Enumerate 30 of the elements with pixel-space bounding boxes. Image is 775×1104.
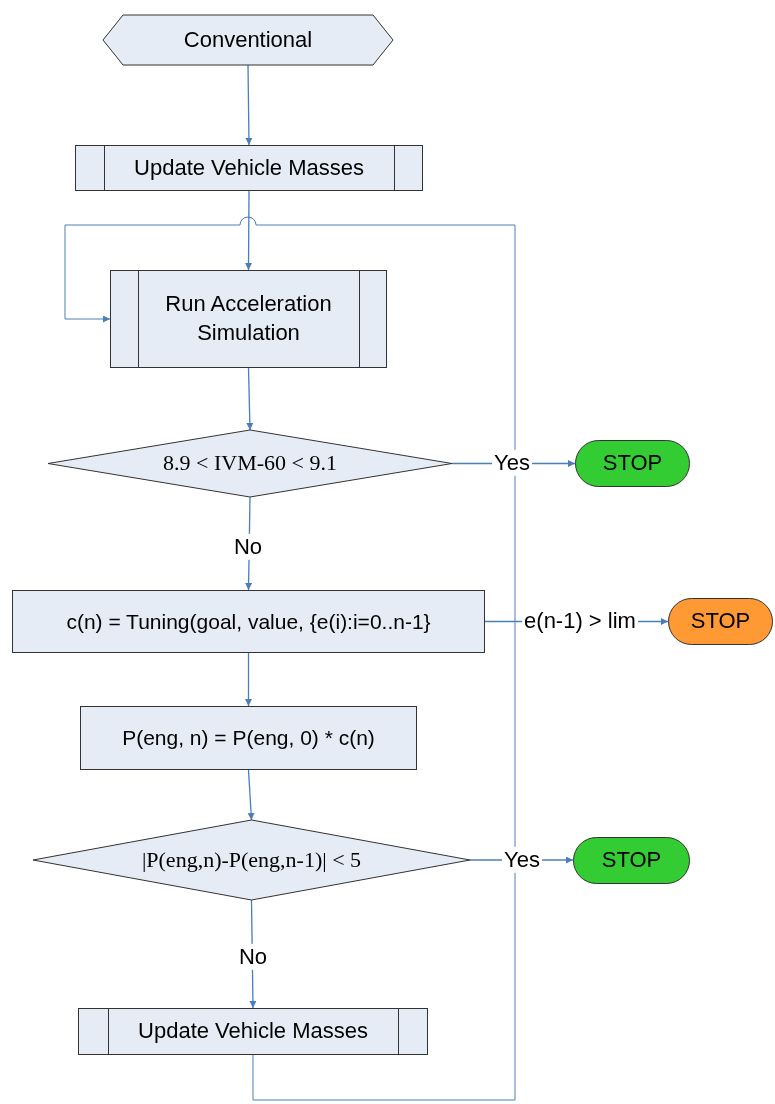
- arrow: [245, 64, 253, 146]
- terminator: [575, 440, 690, 487]
- predefined-process-box: [110, 270, 387, 368]
- node-label: STOP: [689, 607, 752, 636]
- edge-label: Yes: [492, 449, 532, 477]
- arrow: [247, 769, 255, 821]
- node-label: 8.9 < IVM-60 < 9.1: [162, 449, 338, 478]
- node-label: STOP: [600, 846, 663, 875]
- arrow: [64, 216, 516, 1101]
- arrow: [245, 652, 252, 707]
- arrow: [245, 190, 253, 271]
- predefined-process-box: [78, 1008, 428, 1055]
- arrow: [246, 367, 254, 431]
- process-box: [12, 590, 485, 653]
- node-label: STOP: [601, 449, 664, 478]
- process-box: [80, 706, 417, 770]
- node-label: Run Acceleration Simulation: [164, 290, 333, 347]
- node-label: c(n) = Tuning(goal, value, {e(i):i=0..n-1}: [65, 608, 432, 635]
- node-label: Update Vehicle Masses: [133, 153, 365, 182]
- predefined-process-box: [75, 145, 423, 191]
- start-hexagon: [103, 15, 393, 65]
- decision-diamond: [48, 430, 452, 497]
- node-label: |P(eng,n)-P(eng,n-1)| < 5: [140, 845, 363, 874]
- terminator: [573, 837, 690, 884]
- node-label: P(eng, n) = P(eng, 0) * c(n): [121, 725, 376, 752]
- decision-diamond: [33, 820, 470, 900]
- edge-label: Yes: [502, 846, 542, 874]
- node-label: Conventional: [182, 25, 314, 54]
- terminator: [668, 598, 773, 645]
- node-label: Update Vehicle Masses: [137, 1017, 369, 1046]
